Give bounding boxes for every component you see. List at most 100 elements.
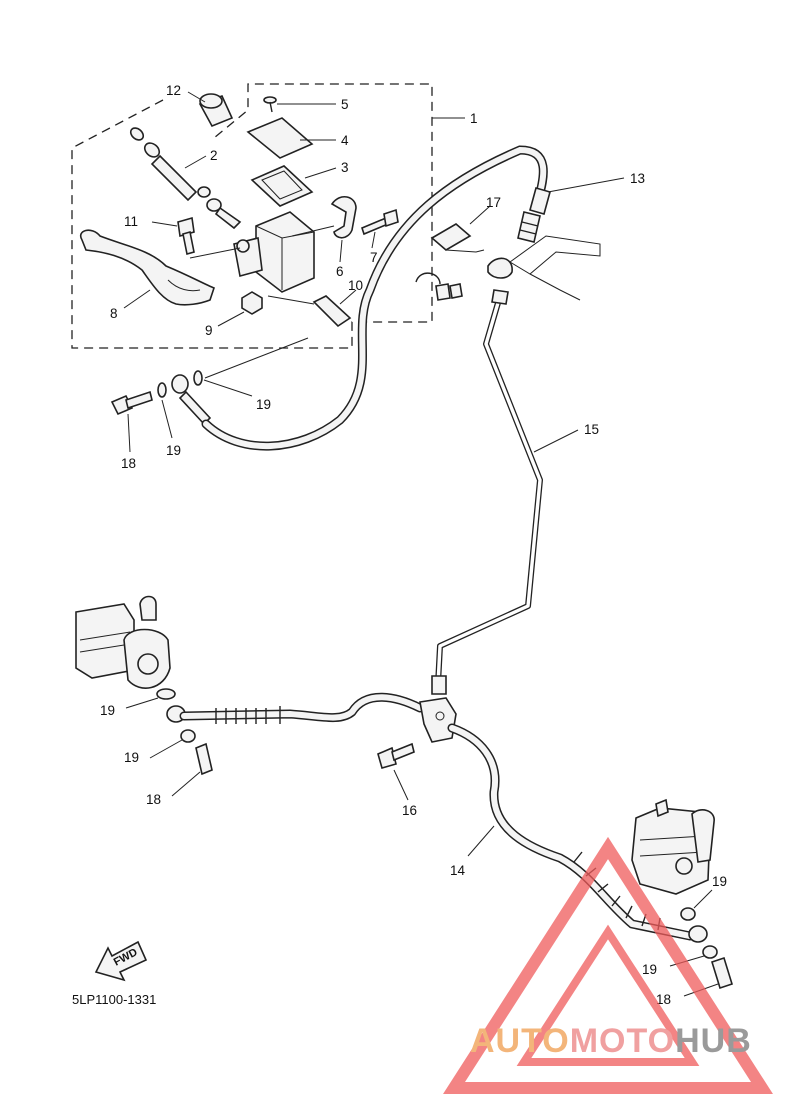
leader-19-top-left	[161, 399, 173, 439]
callout-19-top-right: 19	[256, 397, 271, 412]
part-3-diaphragm	[250, 165, 314, 207]
callout-16: 16	[402, 803, 417, 818]
watermark-hub: HUB	[675, 1022, 752, 1060]
leader-9	[217, 311, 245, 327]
part-5-screw	[263, 96, 277, 113]
callout-15: 15	[584, 422, 599, 437]
part-19-top-washer-left	[157, 382, 167, 398]
master-cylinder-body	[233, 211, 315, 293]
leader-7	[371, 231, 376, 249]
part-8-brake-lever	[79, 229, 215, 306]
callout-5: 5	[341, 97, 349, 112]
callout-17: 17	[486, 195, 501, 210]
part-11-pivot-bolt	[177, 216, 195, 256]
callout-1: 1	[470, 111, 478, 126]
forward-direction-arrow: FWD	[94, 940, 148, 982]
leader-14	[467, 825, 495, 857]
part-13-hose-union	[517, 187, 551, 243]
part-18-right-bolt	[711, 956, 733, 990]
part-18-left-bolt	[195, 742, 213, 776]
leader-banjo-guide	[204, 337, 309, 379]
callout-2: 2	[210, 148, 218, 163]
leader-10	[339, 289, 357, 305]
leader-18-top	[127, 413, 131, 453]
pipe-top-fitting	[491, 289, 509, 305]
callout-13: 13	[630, 171, 645, 186]
callout-10: 10	[348, 278, 363, 293]
part-10-brake-switch	[312, 295, 352, 328]
part-19-left-upper-washer	[156, 688, 176, 700]
left-brake-hose-inner	[181, 694, 423, 721]
part-15-brake-pipe-inner	[436, 295, 542, 685]
callout-12: 12	[166, 83, 181, 98]
part-12-boot	[198, 93, 234, 128]
right-brake-caliper	[631, 798, 715, 895]
switch-connector	[415, 272, 463, 301]
callout-19-right-lower: 19	[642, 962, 657, 977]
watermark-triangle-outer	[443, 836, 773, 1094]
upper-brake-hose-inner	[203, 146, 547, 450]
switch-wire	[267, 295, 315, 305]
part-19-right-lower-washer	[702, 945, 718, 959]
watermark-text: AUTOMOTOHUB	[470, 1022, 752, 1060]
part-19-top-washer-right	[193, 370, 203, 386]
leader-13	[547, 177, 625, 193]
leader-18-left	[171, 771, 201, 797]
leader-2	[184, 155, 207, 169]
leader-6	[339, 239, 343, 263]
part-2-piston-kit	[129, 127, 242, 230]
leader-19-left-upper	[125, 697, 159, 709]
leader-15	[533, 429, 579, 453]
top-banjo-fitting	[171, 374, 212, 426]
part-6-holder	[330, 196, 357, 239]
callout-9: 9	[205, 323, 213, 338]
frame-bracket	[487, 235, 601, 301]
part-17-hose-clamp	[430, 223, 485, 253]
part-7-bolt	[361, 208, 399, 236]
callout-19-right-upper: 19	[712, 874, 727, 889]
pipe-bottom-fitting	[431, 675, 447, 695]
leader-12	[187, 91, 206, 103]
watermark-logo	[443, 836, 773, 1094]
leader-3	[304, 167, 337, 179]
callout-18-top: 18	[121, 456, 136, 471]
callout-18-right: 18	[656, 992, 671, 1007]
diagram-code: 5LP1100-1331	[72, 992, 156, 1007]
part-16-joint-bolt	[377, 742, 415, 769]
part-19-right-upper-washer	[680, 907, 696, 921]
leader-11	[151, 221, 178, 227]
leader-16	[393, 769, 409, 801]
watermark-triangle-inner	[516, 924, 700, 1066]
callout-19-left-lower: 19	[124, 750, 139, 765]
callout-11: 11	[124, 214, 138, 229]
part-9-nut	[241, 291, 263, 315]
callout-19-top-left: 19	[166, 443, 181, 458]
callout-14: 14	[450, 863, 466, 878]
leader-8	[123, 289, 151, 309]
callout-19-left-upper: 19	[100, 703, 115, 718]
right-banjo-fitting	[688, 925, 708, 943]
left-hose-crimp	[215, 706, 281, 724]
guide-line-b	[291, 225, 335, 237]
part-4-reservoir-cap	[246, 117, 314, 159]
callout-4: 4	[341, 133, 349, 148]
leader-17	[469, 205, 491, 225]
joint-bolt-hole	[435, 711, 445, 721]
watermark-auto: AUTO	[470, 1022, 570, 1060]
part-18-top-bolt	[110, 390, 153, 416]
callout-3: 3	[341, 160, 349, 175]
part-19-left-lower-washer	[180, 729, 196, 743]
leader-19-left-lower	[149, 739, 183, 759]
leader-19-right-upper	[693, 889, 713, 909]
callout-7: 7	[370, 250, 378, 265]
leader-19-top-right	[203, 379, 253, 397]
left-brake-caliper	[75, 595, 171, 689]
callout-8: 8	[110, 306, 118, 321]
guide-line-a	[189, 247, 241, 259]
watermark-moto: MOTO	[570, 1022, 675, 1060]
callout-18-left: 18	[146, 792, 161, 807]
master-cylinder-group-outline	[71, 83, 433, 349]
part-8-lever-slot	[167, 279, 201, 292]
